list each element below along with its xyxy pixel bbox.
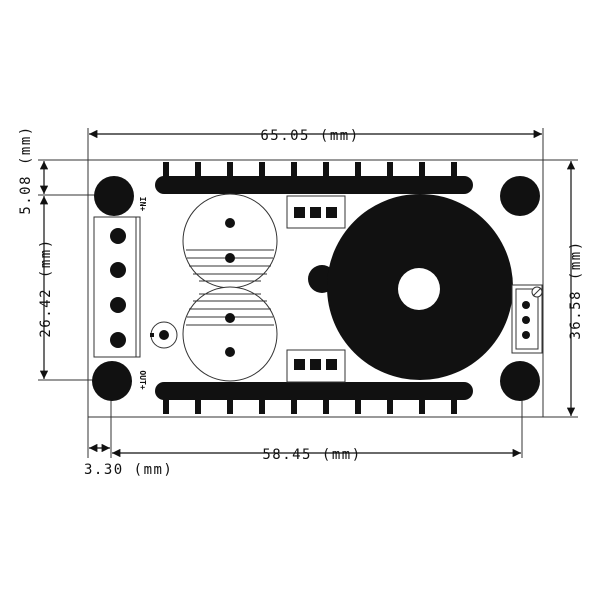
terminal-pin — [110, 297, 126, 313]
transistor-top — [286, 195, 346, 229]
terminal-pin — [110, 228, 126, 244]
left-height-label: 26.42 (mm) — [38, 238, 54, 337]
mounting-holes — [92, 176, 540, 401]
terminal-pin — [110, 332, 126, 348]
bottom-width-label: 58.45 (mm) — [262, 447, 361, 463]
mounting-hole — [500, 361, 540, 401]
capacitor-top — [182, 193, 278, 289]
connector-pin — [522, 316, 530, 324]
dimension-arrows — [39, 129, 576, 458]
mounting-hole — [500, 176, 540, 216]
label-out-plus: OUT+ — [138, 370, 147, 389]
toroidal-inductor — [308, 194, 513, 380]
bottom-heatsink — [155, 382, 473, 414]
terminal-block — [93, 216, 141, 358]
terminal-pin — [110, 262, 126, 278]
capacitor-bottom — [182, 286, 278, 382]
bottom-offset-label: 3.30 (mm) — [84, 462, 173, 478]
right-connector — [511, 284, 543, 354]
top-width-label: 65.05 (mm) — [260, 128, 359, 144]
mounting-hole — [94, 176, 134, 216]
mounting-hole — [92, 361, 132, 401]
transistor-bottom — [286, 349, 346, 383]
connector-pin — [522, 301, 530, 309]
right-height-label: 36.58 (mm) — [568, 240, 584, 339]
left-offset-label: 5.08 (mm) — [18, 125, 34, 214]
small-component — [150, 321, 178, 349]
top-heatsink — [155, 162, 473, 194]
label-in-plus: IN+ — [138, 197, 147, 212]
connector-pin — [522, 331, 530, 339]
